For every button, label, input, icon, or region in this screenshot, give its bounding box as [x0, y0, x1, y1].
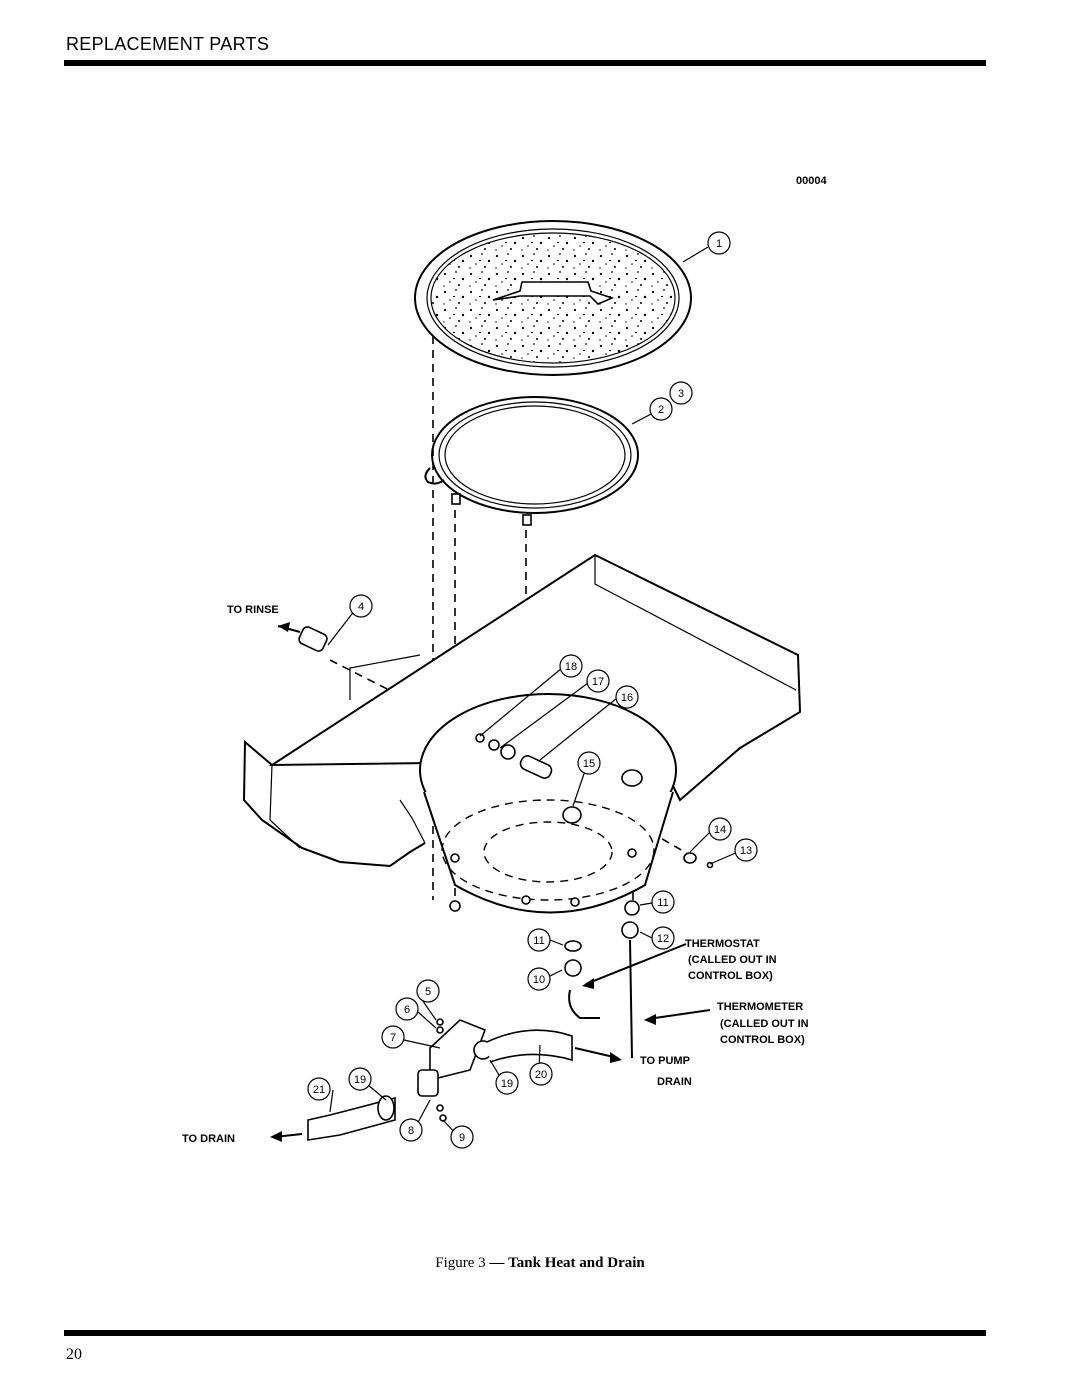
svg-text:18: 18 — [565, 661, 577, 673]
label-thermostat-box: CONTROL BOX) — [688, 970, 773, 982]
callout-10: 10 — [527, 967, 551, 991]
label-pump-drain: DRAIN — [657, 1076, 692, 1088]
callout-8: 8 — [399, 1118, 423, 1142]
callout-4: 4 — [349, 594, 373, 618]
label-thermometer: THERMOMETER — [717, 1001, 803, 1013]
figure-caption: Figure 3 — Tank Heat and Drain — [0, 1255, 1080, 1272]
callout-11a: 11 — [651, 890, 675, 914]
callout-15: 15 — [577, 751, 601, 775]
heating-element-part — [424, 396, 639, 526]
drawing-id: 00004 — [796, 175, 827, 187]
svg-text:9: 9 — [459, 1132, 465, 1144]
callout-9: 9 — [450, 1125, 474, 1149]
callout-6: 6 — [395, 997, 419, 1021]
figure-title: Tank Heat and Drain — [508, 1255, 645, 1271]
drain-valve-assembly — [307, 1018, 573, 1141]
svg-text:8: 8 — [408, 1125, 414, 1137]
label-thermometer-called: (CALLED OUT IN — [720, 1018, 809, 1030]
callout-2: 2 — [649, 397, 673, 421]
callout-12: 12 — [651, 926, 675, 950]
svg-text:10: 10 — [533, 974, 545, 986]
svg-text:17: 17 — [592, 676, 604, 688]
tank-body-part — [242, 553, 802, 914]
callout-14: 14 — [708, 817, 732, 841]
label-to-rinse: TO RINSE — [227, 604, 279, 616]
svg-text:1: 1 — [716, 238, 722, 250]
bowl-fittings — [475, 733, 714, 1059]
callout-16: 16 — [615, 685, 639, 709]
callout-21: 21 — [307, 1077, 331, 1101]
svg-text:7: 7 — [390, 1032, 396, 1044]
figure-dash: — — [489, 1255, 505, 1271]
page-number: 20 — [66, 1346, 82, 1363]
callout-19b: 19 — [495, 1071, 519, 1095]
label-thermostat: THERMOSTAT — [685, 938, 760, 950]
callout-11b: 11 — [527, 928, 551, 952]
svg-text:19: 19 — [354, 1074, 366, 1086]
svg-text:11: 11 — [657, 897, 668, 909]
callout-20: 20 — [529, 1062, 553, 1086]
label-to-drain: TO DRAIN — [182, 1133, 235, 1145]
svg-text:2: 2 — [658, 404, 664, 416]
svg-text:6: 6 — [404, 1004, 410, 1016]
svg-text:3: 3 — [678, 388, 684, 400]
callout-13: 13 — [734, 838, 758, 862]
svg-text:14: 14 — [714, 824, 726, 836]
callout-19a: 19 — [348, 1067, 372, 1091]
tank-cover-part — [414, 220, 692, 376]
svg-text:5: 5 — [425, 986, 431, 998]
svg-text:12: 12 — [657, 933, 669, 945]
label-to-pump: TO PUMP — [640, 1055, 690, 1067]
svg-text:19: 19 — [501, 1078, 513, 1090]
svg-text:15: 15 — [583, 758, 595, 770]
svg-text:20: 20 — [535, 1069, 547, 1081]
callout-5: 5 — [416, 979, 440, 1003]
callout-7: 7 — [381, 1025, 405, 1049]
svg-text:21: 21 — [313, 1084, 325, 1096]
callout-18: 18 — [559, 654, 583, 678]
flow-arrows — [270, 622, 711, 1142]
callout-1: 1 — [707, 231, 731, 255]
figure-number: Figure 3 — [435, 1255, 486, 1271]
callout-3: 3 — [669, 381, 693, 405]
label-thermometer-box: CONTROL BOX) — [720, 1034, 805, 1046]
svg-text:16: 16 — [621, 692, 633, 704]
svg-text:4: 4 — [358, 601, 364, 613]
footer-rule — [64, 1330, 986, 1336]
callout-17: 17 — [586, 669, 610, 693]
svg-text:13: 13 — [740, 845, 752, 857]
label-thermostat-called: (CALLED OUT IN — [688, 954, 777, 966]
header-rule — [64, 60, 986, 66]
svg-text:11: 11 — [533, 935, 544, 947]
section-header: REPLACEMENT PARTS — [66, 34, 270, 54]
